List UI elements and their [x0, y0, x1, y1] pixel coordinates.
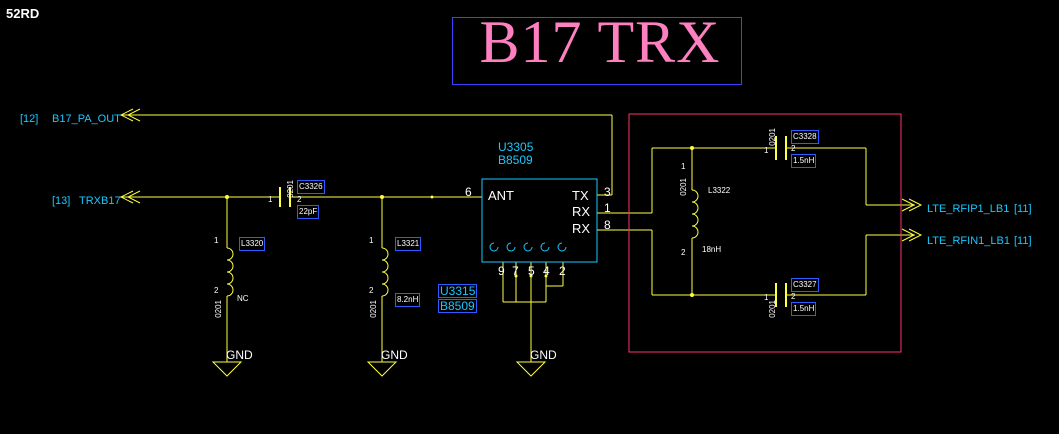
pin-2-number: 2 [559, 264, 566, 278]
c3328-value: 1.5nH [791, 154, 817, 168]
l3321-pin1: 1 [369, 236, 374, 245]
l3322-package: 0201 [679, 178, 688, 196]
u3305-body [481, 178, 598, 263]
l3322-pin1: 1 [681, 162, 686, 171]
l3321-ref: L3321 [395, 237, 422, 251]
trxb17-arrow-2 [126, 190, 141, 204]
c3328-pin2: 2 [791, 144, 796, 153]
net-pa-out-name: B17_PA_OUT [52, 113, 121, 125]
gnd-pad-icon [557, 242, 567, 252]
rfin-arrow-2 [908, 228, 923, 242]
pin-rx2-label: RX [572, 221, 591, 236]
l3322-ref: L3322 [708, 186, 731, 195]
c3326-package: 0201 [286, 180, 295, 198]
pin-6-number: 6 [465, 185, 472, 199]
pin-rx1-label: RX [572, 204, 591, 219]
l3320-pin1: 1 [214, 236, 219, 245]
c3327-package: 0201 [768, 300, 777, 318]
title-frame [452, 17, 742, 85]
gnd-pad-icon [506, 242, 516, 252]
gnd-2-label: GND [381, 348, 408, 362]
l3321-pin2: 2 [369, 286, 374, 295]
l3321-package: 0201 [369, 300, 378, 318]
pin-7-number: 7 [512, 264, 519, 278]
c3327-pin2: 2 [791, 292, 796, 301]
gnd-pad-icon [523, 242, 533, 252]
corner-label: 52RD [6, 6, 40, 21]
u3305-part: B8509 [498, 153, 533, 167]
junction-dot [690, 293, 694, 297]
c3326-value: 22pF [297, 205, 320, 219]
pin-tx-label: TX [572, 188, 589, 203]
l3322-coil [691, 189, 699, 239]
net-trxb17-name: TRXB17 [79, 195, 121, 207]
gnd-3-label: GND [530, 348, 557, 362]
l3322-value: 18nH [702, 245, 722, 254]
pin-4-number: 4 [543, 264, 550, 278]
net-rfin-ref: [11] [1014, 235, 1032, 247]
pa-out-arrow-2 [126, 108, 141, 122]
net-rfip-ref: [11] [1014, 203, 1032, 215]
l3320-pin2: 2 [214, 286, 219, 295]
c3326-pin2: 2 [297, 195, 302, 204]
u3315-ref: U3315 [438, 284, 478, 298]
u3305-ref: U3305 [498, 140, 534, 154]
rfip-arrow-2 [908, 198, 923, 212]
u3315-part: B8509 [438, 299, 477, 313]
c3328-package: 0201 [768, 128, 777, 146]
trxb17-arrow [119, 190, 134, 204]
gnd-2-symbol [366, 361, 398, 377]
l3320-coil [226, 247, 234, 297]
pin-5-number: 5 [528, 264, 535, 278]
pa-out-arrow [119, 108, 134, 122]
junction-dot [514, 274, 518, 278]
c3328-ref: C3328 [791, 130, 819, 144]
l3321-value: 8.2nH [395, 293, 421, 307]
c3327-pin1: 1 [764, 293, 769, 302]
l3321-coil [381, 247, 389, 297]
c3326-ref: C3326 [297, 180, 325, 194]
schematic-title: B17 TRX [479, 9, 721, 75]
l3320-ref: L3320 [239, 237, 266, 251]
c3327-value: 1.5nH [791, 302, 817, 316]
pin-3-number: 3 [604, 185, 611, 199]
pin-8-number: 8 [604, 218, 611, 232]
junction-dot [225, 195, 229, 199]
net-pa-out-ref: [12] [20, 113, 39, 125]
net-rfin-name: LTE_RFIN1_LB1 [927, 235, 1010, 247]
junction-dot [430, 195, 434, 199]
gnd-1-symbol [211, 361, 243, 377]
gnd-1-label: GND [226, 348, 253, 362]
pin-1-number: 1 [604, 201, 611, 215]
pin-9-number: 9 [498, 264, 505, 278]
l3320-value: NC [237, 294, 249, 303]
pin-ant-label: ANT [488, 188, 514, 203]
net-rfip-name: LTE_RFIP1_LB1 [927, 203, 1010, 215]
junction-dot [544, 274, 548, 278]
gnd-pad-icon [540, 242, 550, 252]
l3322-pin2: 2 [681, 248, 686, 257]
rfip-arrow [901, 198, 916, 212]
junction-dot [529, 274, 533, 278]
junction-dot [690, 146, 694, 150]
c3327-ref: C3327 [791, 278, 819, 292]
c3326-pin1: 1 [268, 195, 273, 204]
rfin-arrow [901, 228, 916, 242]
rf-matching-frame [628, 113, 902, 353]
l3320-package: 0201 [214, 300, 223, 318]
net-trxb17-ref: [13] [52, 195, 71, 207]
gnd-3-symbol [515, 361, 547, 377]
gnd-pad-icon [489, 242, 499, 252]
c3328-pin1: 1 [764, 146, 769, 155]
junction-dot [380, 195, 384, 199]
